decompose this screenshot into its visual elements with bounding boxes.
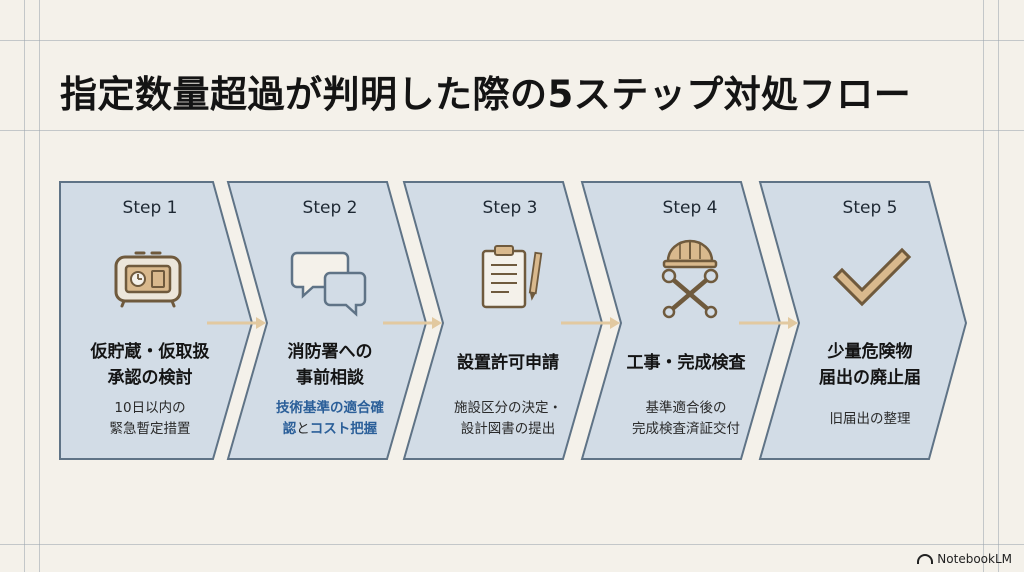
step-1-desc-line2: 緊急暫定措置 [109,421,191,437]
step-5-desc-line1: 旧届出の整理 [829,411,911,427]
brand-name: NotebookLM [937,552,1012,566]
step-5-description: 旧届出の整理 [785,409,955,430]
guide-line [39,0,40,572]
guide-line [0,40,1024,41]
step-3-title: 設置許可申請 [423,350,593,376]
guide-line [0,130,1024,131]
connector-arrow-2 [383,317,442,329]
guide-line [24,0,25,572]
step-5-label: Step 5 [842,198,898,218]
step-2-title-line2: 事前相談 [296,368,364,388]
step-4-label: Step 4 [662,198,718,218]
step-3-title-line1: 設置許可申請 [457,353,559,373]
guide-line [998,0,999,572]
step-2-label: Step 2 [302,198,358,218]
step-1-description: 10日以内の 緊急暫定措置 [65,398,235,440]
step-4-title-line1: 工事・完成検査 [626,353,746,373]
alarm-clock-icon [114,251,182,308]
guide-line [0,544,1024,545]
step-3-label: Step 3 [482,198,538,218]
step-1-label: Step 1 [122,198,178,218]
step-4-desc-line2: 完成検査済証交付 [632,421,740,437]
clipboard-document-icon [481,245,543,309]
step-3-panel [402,181,604,460]
step-3-desc-line2: 設計図書の提出 [460,421,556,437]
step-1-title: 仮貯蔵・仮取扱 承認の検討 [65,339,235,391]
step-1-title-line1: 仮貯蔵・仮取扱 [90,342,210,362]
speech-bubbles-icon [290,251,367,317]
step-2-title: 消防署への 事前相談 [245,339,415,391]
step-4-description: 基準適合後の 完成検査済証交付 [601,398,771,440]
step-1-desc-line1: 10日以内の [114,400,186,416]
step-3-description: 施設区分の決定・ 設計図書の提出 [423,398,593,440]
connector-arrow-4 [739,317,798,329]
page-title: 指定数量超過が判明した際の5ステップ対処フロー [60,73,912,116]
step-3-desc-line1: 施設区分の決定・ [454,400,562,416]
step-1-panel [59,181,254,460]
step-2-panel [226,181,428,460]
step-4-title: 工事・完成検査 [601,350,771,376]
step-5-title-line1: 少量危険物 [827,342,913,362]
step-2-description: 技術基準の適合確 認とコスト把握 [245,398,415,440]
step-5-title: 少量危険物 届出の廃止届 [785,339,955,391]
step-1-title-line2: 承認の検討 [107,368,193,388]
guide-line [983,0,984,572]
step-4-desc-line1: 基準適合後の [645,400,727,416]
step-2-desc-highlight-1b: 認 [282,421,297,437]
step-5-title-line2: 届出の廃止届 [819,368,921,388]
checkmark-icon [832,247,912,307]
brand-watermark: NotebookLM [917,552,1012,566]
connector-arrow-3 [561,317,620,329]
connector-arrow-1 [207,317,266,329]
step-4-panel [580,181,782,460]
notebooklm-logo-icon [917,554,934,564]
step-2-desc-highlight-1a: 技術基準の適合確 [276,400,384,416]
step-2-title-line1: 消防署への [287,342,373,362]
hardhat-wrench-icon [661,239,719,319]
step-2-desc-highlight-2: コスト把握 [309,421,378,437]
step-2-desc-connector: と [296,421,310,437]
step-5-panel [758,181,968,460]
